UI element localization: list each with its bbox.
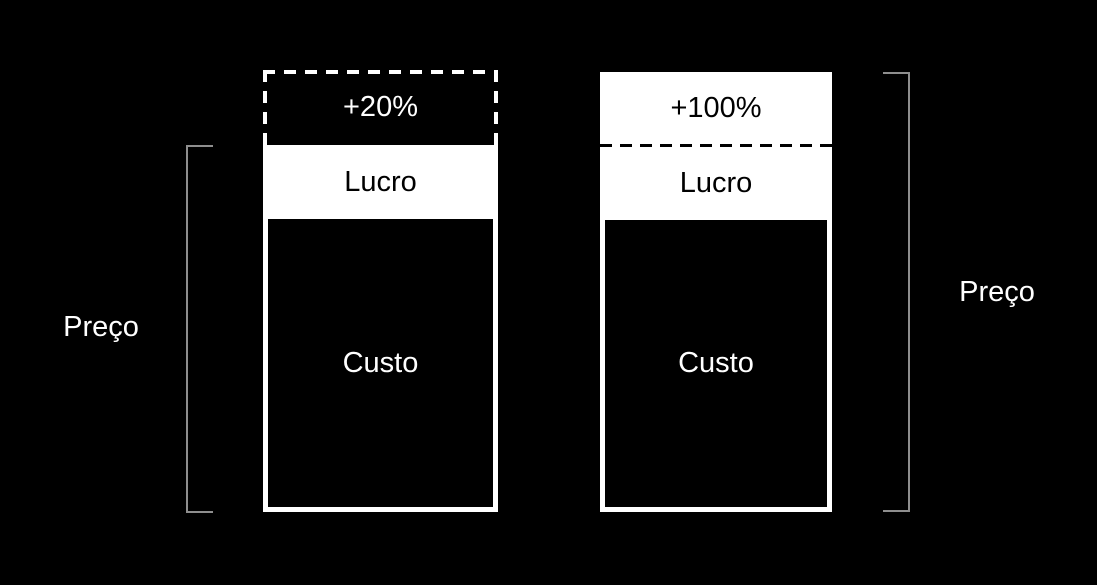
left-cost-label: Custo: [342, 346, 419, 379]
left-bar: Lucro Custo: [263, 145, 498, 512]
left-price-bracket: [186, 145, 213, 513]
right-profit-segment: Lucro: [600, 147, 832, 219]
left-increase-dashed-border-right: [494, 70, 498, 145]
right-price-bracket: [883, 72, 910, 512]
left-cost-segment: Custo: [268, 219, 493, 507]
left-profit-label: Lucro: [344, 165, 417, 198]
right-price-label: Preço: [959, 276, 1035, 308]
right-cost-label: Custo: [678, 347, 754, 379]
left-increase-dashed-border-top: [263, 70, 498, 74]
left-price-label: Preço: [63, 311, 139, 343]
right-increase-segment: +100%: [600, 72, 832, 144]
right-increase-label: +100%: [670, 91, 762, 124]
right-increase-dashed-divider: [600, 144, 832, 147]
left-profit-segment: Lucro: [263, 145, 498, 219]
left-increase-dashed-border-left: [263, 70, 267, 145]
right-profit-label: Lucro: [679, 166, 753, 199]
right-cost-segment: Custo: [605, 220, 827, 507]
left-increase-label: +20%: [343, 91, 418, 123]
right-bar: +100% Lucro Custo: [600, 72, 832, 512]
